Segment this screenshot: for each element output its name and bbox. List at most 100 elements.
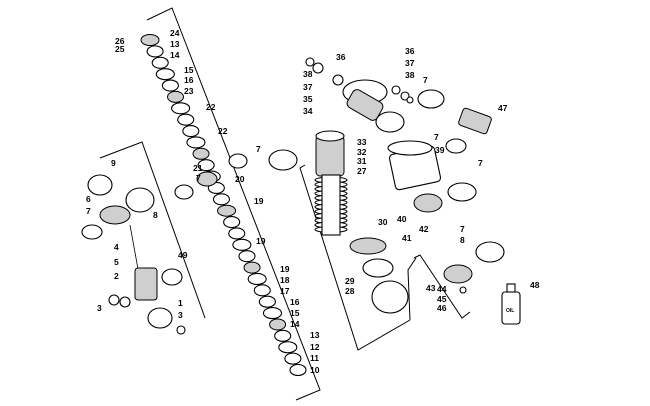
callout-label: 40 xyxy=(397,214,407,224)
callout-label: 21 xyxy=(193,163,203,173)
callout-label: 3 xyxy=(178,310,183,320)
reservoir-cap xyxy=(443,241,505,294)
shim-washer xyxy=(151,56,169,69)
shim-washer xyxy=(258,295,276,308)
callout-label: 15 xyxy=(184,65,194,75)
shim-washer xyxy=(243,261,261,274)
callout-label: 33 xyxy=(357,137,367,147)
shim-washer xyxy=(278,341,298,354)
shim-washer xyxy=(228,227,246,240)
callout-label: 19 xyxy=(256,236,266,246)
callout-label: 41 xyxy=(402,233,412,243)
callout-label: 15 xyxy=(290,308,300,318)
callout-label: 7 xyxy=(86,206,91,216)
callout-label: 14 xyxy=(290,319,300,329)
callout-label: 27 xyxy=(357,166,367,176)
oil-bottle: OIL xyxy=(501,283,521,325)
callout-label: 7 xyxy=(478,158,483,168)
callout-label: 7 xyxy=(434,132,439,142)
shock-body xyxy=(314,130,348,236)
callout-label: 46 xyxy=(437,303,447,313)
callout-label: 48 xyxy=(530,280,540,290)
shim-washer xyxy=(253,284,271,297)
shim-washer xyxy=(262,307,283,320)
callout-label: 45 xyxy=(437,294,447,304)
callout-label: 7 xyxy=(196,173,201,183)
callout-label: 22 xyxy=(218,126,228,136)
shim-washer xyxy=(177,113,195,126)
callout-label: 12 xyxy=(310,342,320,352)
callout-label: 17 xyxy=(280,286,290,296)
callout-label: 19 xyxy=(280,264,290,274)
shim-washer xyxy=(140,34,160,46)
callout-label: 4 xyxy=(114,242,119,252)
callout-label: 22 xyxy=(206,102,216,112)
callout-label: 47 xyxy=(498,103,508,113)
callout-label: 16 xyxy=(184,75,194,85)
callout-label: 8 xyxy=(460,235,465,245)
callout-label: 14 xyxy=(170,50,180,60)
callout-label: 13 xyxy=(310,330,320,340)
shock-eyelet xyxy=(305,57,414,133)
lower-seals xyxy=(349,237,409,314)
callout-label: 7 xyxy=(256,144,261,154)
callout-label: 32 xyxy=(357,147,367,157)
callout-label: 36 xyxy=(336,52,346,62)
callout-label: 42 xyxy=(419,224,429,234)
shim-washer xyxy=(182,124,200,138)
shim-washer xyxy=(274,329,292,342)
callout-label: 29 xyxy=(345,276,355,286)
shim-washer xyxy=(197,159,215,172)
callout-label: 25 xyxy=(115,44,125,54)
shim-washer xyxy=(167,90,185,103)
callout-label: 19 xyxy=(254,196,264,206)
shim-washer xyxy=(284,352,302,365)
callout-label: 26 xyxy=(115,36,125,46)
shim-washer xyxy=(186,136,206,149)
callout-label: 37 xyxy=(405,58,415,68)
callout-label: 9 xyxy=(111,158,116,168)
callout-label: 31 xyxy=(357,156,367,166)
callout-label: 43 xyxy=(426,283,436,293)
shim-washer xyxy=(238,250,256,263)
valve-shim-stack xyxy=(140,34,307,377)
callout-label: 7 xyxy=(423,75,428,85)
callout-label: 5 xyxy=(114,257,119,267)
shim-washer xyxy=(212,193,230,206)
shim-washer xyxy=(269,318,287,331)
callout-label: 2 xyxy=(114,271,119,281)
svg-text:OIL: OIL xyxy=(506,308,514,314)
shim-washer xyxy=(161,79,179,92)
callout-label: 38 xyxy=(303,69,313,79)
callout-label: 7 xyxy=(460,224,465,234)
callout-label: 23 xyxy=(184,86,194,96)
callout-label: 39 xyxy=(435,145,445,155)
shim-washer xyxy=(146,45,164,58)
callout-label: 49 xyxy=(178,250,188,260)
callout-label: 37 xyxy=(303,82,313,92)
callout-label: 36 xyxy=(405,46,415,56)
callout-label: 20 xyxy=(235,174,245,184)
callout-label: 10 xyxy=(310,365,320,375)
shim-washer xyxy=(289,363,307,377)
callout-label: 16 xyxy=(290,297,300,307)
shim-washer xyxy=(155,68,175,81)
o-rings xyxy=(174,89,445,200)
callout-label: 11 xyxy=(310,353,319,363)
callout-label: 34 xyxy=(303,106,313,116)
shim-washer xyxy=(247,272,267,286)
group-frames xyxy=(99,7,471,401)
shim-washer xyxy=(192,147,210,160)
callout-label: 8 xyxy=(153,210,158,220)
callout-label: 35 xyxy=(303,94,313,104)
callout-label: 13 xyxy=(170,39,180,49)
callout-label: 38 xyxy=(405,70,415,80)
callout-label: 44 xyxy=(437,284,447,294)
reservoir xyxy=(387,138,477,213)
piston-rod xyxy=(81,174,186,335)
callout-label: 6 xyxy=(86,194,91,204)
shim-washer xyxy=(223,216,241,229)
